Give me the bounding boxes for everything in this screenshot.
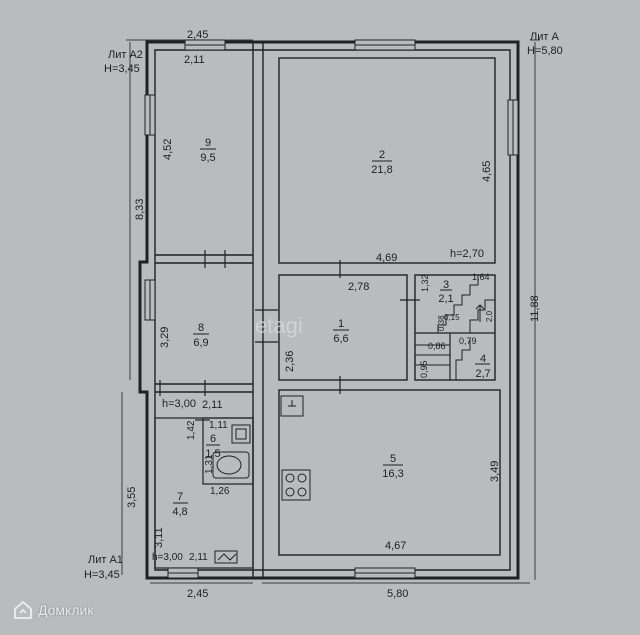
room-3-area: 2,1 <box>438 293 453 305</box>
room-5-area: 16,3 <box>382 468 403 480</box>
dim-room1-height: 2,36 <box>284 351 296 372</box>
room-4-number: 4 <box>480 353 486 365</box>
room-label-lines <box>173 148 490 504</box>
dim-room3-height: 1,32 <box>420 274 430 292</box>
room-8-number: 8 <box>198 322 204 334</box>
dim-ceiling-a: h=2,70 <box>450 248 484 260</box>
stove-icon <box>281 469 311 501</box>
dim-room6-width: 1,11 <box>209 420 228 431</box>
room-3-number: 3 <box>443 279 449 291</box>
dim-left-a2-height: 8,33 <box>134 199 146 220</box>
section-labels: Лит А2 H=3,45 Лит А H=5,80 Лит А1 H=3,45 <box>84 31 563 581</box>
room-2-area: 21,8 <box>371 164 392 176</box>
dim-stair-b: 0,95 <box>419 360 429 378</box>
dim-ceiling-a1: h=3,00 <box>152 552 183 563</box>
dim-left-a1-height: 3,55 <box>126 487 138 508</box>
room-labels: 9 9,5 2 21,8 1 6,6 3 2,1 4 2,7 5 16,3 6 … <box>172 137 490 518</box>
dim-right-total: 11,88 <box>529 295 541 322</box>
room-1-number: 1 <box>338 318 344 330</box>
dim-room7-side: 1,42 <box>186 420 197 440</box>
room-7-number: 7 <box>177 491 183 503</box>
dim-room3-small: 0,15 <box>444 313 460 322</box>
room-7-area: 4,8 <box>172 506 187 518</box>
lit-a-height: H=5,80 <box>527 45 563 57</box>
lit-a2-height: H=3,45 <box>104 63 140 75</box>
room-1-area: 6,6 <box>333 333 348 345</box>
brand-name: Домклик <box>38 602 94 618</box>
dim-bottom-total: 5,80 <box>387 588 408 600</box>
dimension-labels: 2,45 2,11 4,52 8,33 4,65 4,69 h=2,70 2,7… <box>126 29 541 600</box>
watermark: etagi <box>255 313 303 338</box>
dim-room8-height: 3,29 <box>159 327 171 348</box>
fixtures <box>212 395 311 564</box>
lit-a-name: Лит А <box>530 31 559 43</box>
dim-room7-width: 2,11 <box>189 552 208 563</box>
dim-ceiling-a2: h=3,00 <box>162 398 196 410</box>
dim-stair-a: 0,86 <box>428 341 446 351</box>
domclick-house-icon <box>14 601 32 619</box>
dim-room4-width: 0,79 <box>459 336 477 346</box>
dim-room1-width: 2,78 <box>348 281 369 293</box>
room-8-area: 6,9 <box>193 337 208 349</box>
lit-a1-height: H=3,45 <box>84 569 120 581</box>
dim-room7-height: 3,11 <box>153 527 165 548</box>
room-2-number: 2 <box>379 149 385 161</box>
dim-room6-bottom: 1,26 <box>210 486 230 497</box>
dim-stair-c: 0,38 <box>437 315 446 331</box>
sink-kitchen-icon <box>280 395 304 417</box>
brand-logo: Домклик <box>14 601 93 619</box>
room-6-area: 1,5 <box>205 448 220 460</box>
dim-bottom-left-outer: 2,45 <box>187 588 208 600</box>
windows <box>144 39 519 579</box>
room-6-number: 6 <box>210 433 216 445</box>
outer-walls <box>138 40 520 580</box>
doors <box>159 250 420 421</box>
room-4-area: 2,7 <box>475 368 490 380</box>
dim-stair-d: 2,0 <box>485 310 494 322</box>
room-9-number: 9 <box>205 137 211 149</box>
dim-room9-width: 2,11 <box>184 54 205 66</box>
dim-room6-height: 1,31 <box>204 454 215 474</box>
bathtub-icon <box>212 451 250 479</box>
dim-room9-height: 4,52 <box>162 139 174 160</box>
dimension-lines <box>121 39 540 584</box>
heater-icon <box>214 550 238 564</box>
lit-a1-name: Лит А1 <box>88 554 123 566</box>
dim-top-left-outer: 2,45 <box>187 29 208 41</box>
dim-room5-height: 3,49 <box>489 461 501 482</box>
sink-icon <box>231 424 251 444</box>
dim-stair-width: 1,64 <box>472 272 490 282</box>
dim-room2-width: 4,69 <box>376 252 397 264</box>
lit-a2-name: Лит А2 <box>108 49 143 61</box>
dim-room5-width: 4,67 <box>385 540 406 552</box>
room-9-area: 9,5 <box>200 152 215 164</box>
room-5-number: 5 <box>390 453 396 465</box>
staircase <box>415 275 495 380</box>
dim-room8-width: 2,11 <box>202 399 223 411</box>
dim-room2-height: 4,65 <box>481 161 493 182</box>
